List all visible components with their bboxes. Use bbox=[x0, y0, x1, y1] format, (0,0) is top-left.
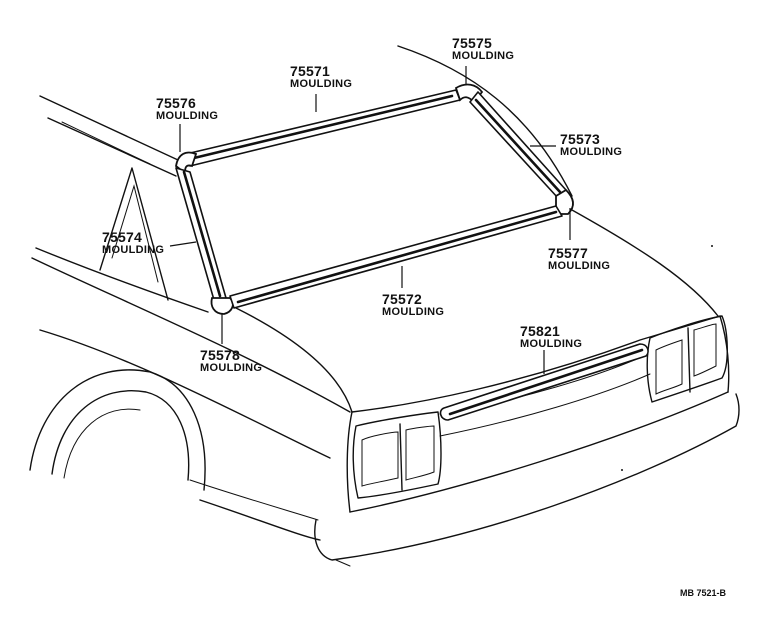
part-name: MOULDING bbox=[200, 362, 263, 374]
car-body-outline bbox=[29, 45, 740, 567]
label-75821: 75821 MOULDING bbox=[520, 324, 582, 350]
part-number: 75575 bbox=[452, 35, 492, 51]
moulding-75573-strip bbox=[469, 91, 567, 199]
part-number: 75821 bbox=[520, 323, 560, 339]
label-75573: 75573 MOULDING bbox=[560, 132, 622, 158]
label-75574: 75574 MOULDING bbox=[102, 230, 164, 256]
part-name: MOULDING bbox=[382, 306, 445, 318]
moulding-75578-strip bbox=[210, 297, 234, 315]
part-name: MOULDING bbox=[102, 244, 165, 256]
part-number: 75572 bbox=[382, 291, 422, 307]
part-number: 75571 bbox=[290, 63, 330, 79]
figure-code: MB 7521-B bbox=[680, 588, 727, 598]
label-75578: 75578 MOULDING bbox=[200, 348, 262, 374]
moulding-75571-strip bbox=[185, 89, 461, 167]
part-number: 75578 bbox=[200, 347, 240, 363]
part-number: 75573 bbox=[560, 131, 600, 147]
part-name: MOULDING bbox=[548, 260, 611, 272]
moulding-75577-strip bbox=[555, 188, 574, 215]
label-75576: 75576 MOULDING bbox=[156, 96, 218, 122]
part-number: 75574 bbox=[102, 229, 142, 245]
label-75572: 75572 MOULDING bbox=[382, 292, 444, 318]
label-75575: 75575 MOULDING bbox=[452, 36, 514, 62]
part-number: 75576 bbox=[156, 95, 196, 111]
part-name: MOULDING bbox=[452, 50, 515, 62]
moulding-75572-strip bbox=[229, 205, 563, 309]
label-75571: 75571 MOULDING bbox=[290, 64, 352, 90]
label-75577: 75577 MOULDING bbox=[548, 246, 610, 272]
part-name: MOULDING bbox=[290, 78, 353, 90]
part-name: MOULDING bbox=[520, 338, 583, 350]
moulding-75574-strip bbox=[175, 167, 227, 301]
part-name: MOULDING bbox=[560, 146, 623, 158]
moulding-75821-strip bbox=[439, 343, 649, 421]
part-name: MOULDING bbox=[156, 110, 219, 122]
leader-lines bbox=[169, 66, 571, 374]
part-number: 75577 bbox=[548, 245, 588, 261]
